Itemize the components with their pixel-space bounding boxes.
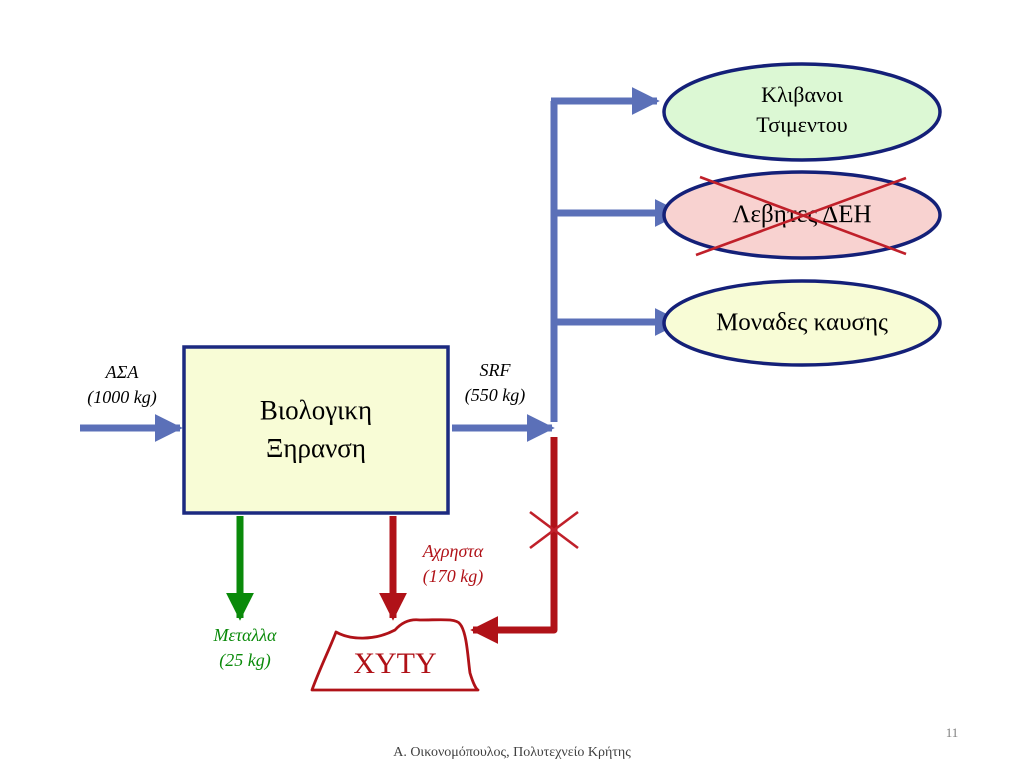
landfill-shape <box>310 618 480 692</box>
rejects-name: Αχρηστα <box>422 541 484 561</box>
biological-drying-box <box>182 345 450 515</box>
ellipse-cement-kilns <box>662 62 942 162</box>
metals-name: Μεταλλα <box>213 625 277 645</box>
srf-name: SRF <box>479 360 511 380</box>
ppc-boilers-label: Λεβητες ΔΕΗ <box>732 201 872 228</box>
cement-kilns-line2: Τσιμεντου <box>756 112 848 137</box>
metals-label: Μεταλλα (25 kg) <box>190 623 300 673</box>
srf-amount: (550 kg) <box>464 385 526 405</box>
rejects-amount: (170 kg) <box>422 566 484 586</box>
srf-to-landfill-arrow <box>470 437 558 644</box>
cement-kilns-label: Κλιβανοι Τσιμεντου <box>664 80 940 140</box>
input-amount: (1000 kg) <box>87 387 157 407</box>
landfill-label: ΧΥΤΥ <box>353 647 437 680</box>
srf-label: SRF (550 kg) <box>440 358 550 408</box>
page-number: 11 <box>945 725 959 740</box>
ellipse-combustion-units <box>662 279 942 367</box>
process-label: Βιολογικη Ξηρανση <box>184 391 448 467</box>
process-line1: Βιολογικη <box>259 395 373 425</box>
metals-amount: (25 kg) <box>219 650 271 670</box>
process-line2: Ξηρανση <box>266 433 366 463</box>
rejects-label: Αχρηστα (170 kg) <box>398 539 508 589</box>
input-name: ΑΣΑ <box>105 362 139 382</box>
combustion-units-label: Μοναδες καυσης <box>716 309 888 336</box>
footer-credit: Α. Οικονομόπουλος, Πολυτεχνείο Κρήτης <box>393 745 631 760</box>
cement-kilns-line1: Κλιβανοι <box>761 82 843 107</box>
input-label: ΑΣΑ (1000 kg) <box>62 360 182 410</box>
